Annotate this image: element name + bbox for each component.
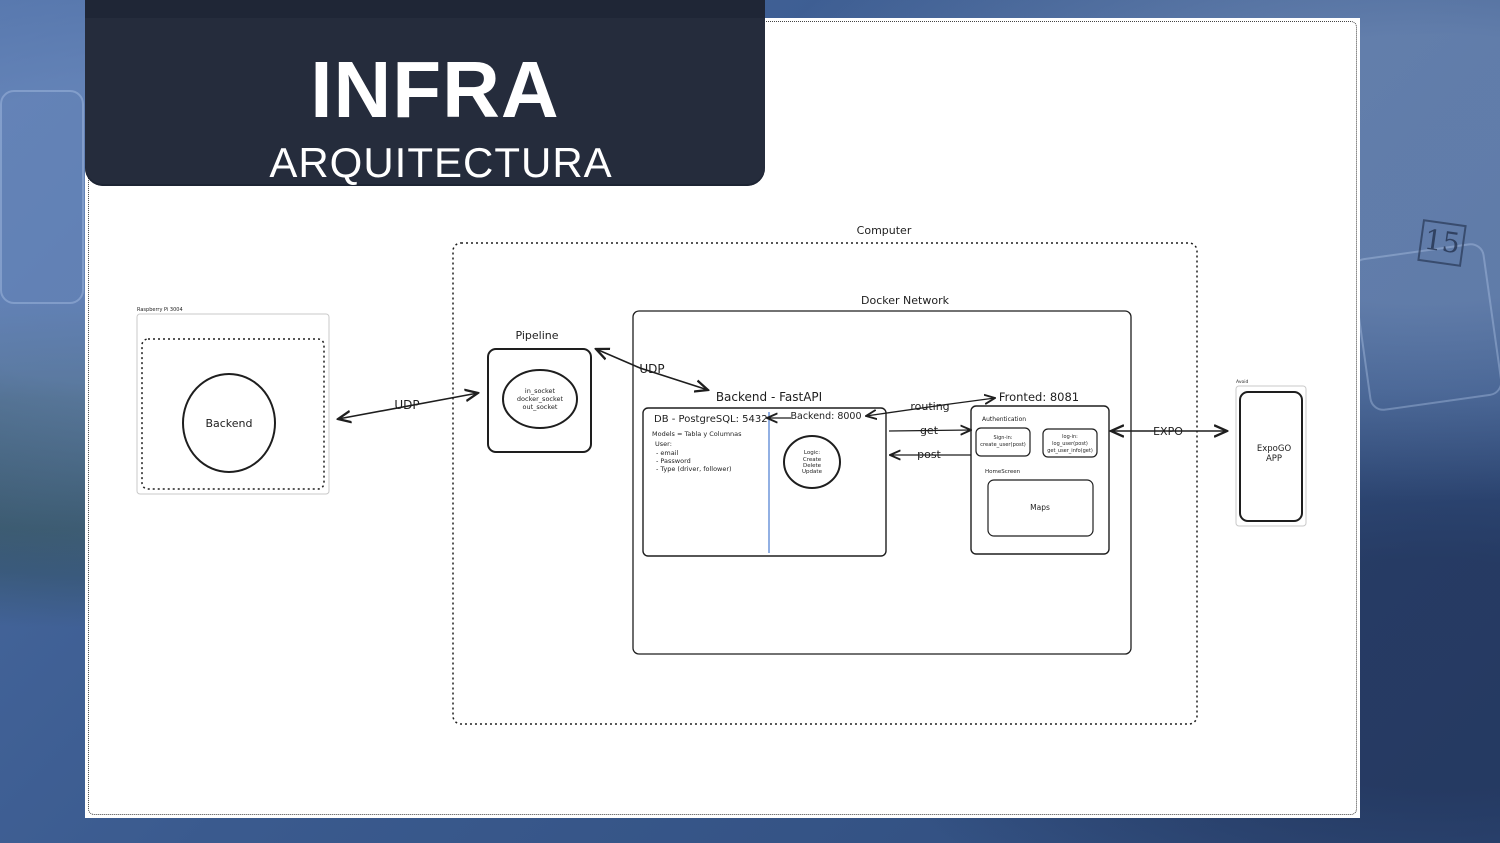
- expogo-label: ExpoGO: [1257, 444, 1292, 454]
- edge-routing: [866, 398, 995, 416]
- signin-title: Sign-in:: [994, 435, 1013, 441]
- pipeline-box: [487, 348, 592, 453]
- pipeline-socket-out: out_socket: [523, 403, 558, 411]
- docker-network-label: Docker Network: [861, 294, 950, 307]
- edge-udp-left: [338, 393, 478, 419]
- edge-routing-label: routing: [910, 400, 949, 413]
- backend-fastapi-label: Backend - FastAPI: [716, 390, 822, 404]
- logic-create: Create: [803, 457, 822, 463]
- raspberry-backend-label: Backend: [205, 417, 252, 430]
- logic-delete: Delete: [803, 463, 822, 469]
- edge-udp-right: [596, 349, 708, 390]
- db-field-password: - Password: [656, 457, 691, 465]
- login-log-user: log_user(post): [1052, 441, 1088, 447]
- frontend-label: Fronted: 8081: [999, 390, 1079, 404]
- computer-label: Computer: [857, 224, 912, 237]
- pipeline-socket-node: [502, 369, 578, 429]
- docker-network-box: [632, 310, 1132, 655]
- computer-container: [452, 242, 1198, 725]
- raspberry-backend-node: [182, 373, 276, 473]
- phone-shape: [1239, 391, 1303, 522]
- page-title: INFRA: [310, 45, 560, 134]
- frontend-box: [970, 405, 1110, 555]
- edge-post-label: post: [917, 448, 941, 461]
- pipeline-label: Pipeline: [515, 329, 558, 342]
- maps-label: Maps: [1030, 503, 1050, 512]
- raspberry-frame: [136, 313, 330, 495]
- db-field-email: - email: [656, 449, 679, 457]
- homescreen-label: HomeScreen: [985, 469, 1021, 475]
- device-frame: [1235, 385, 1307, 527]
- logic-update: Update: [802, 469, 823, 475]
- login-title: log-in:: [1062, 434, 1078, 440]
- signin-create-user: create_user(post): [980, 442, 1026, 448]
- raspberry-dotted-box: [141, 338, 325, 490]
- maps-box: [987, 479, 1094, 537]
- page-subtitle: ARQUITECTURA: [269, 139, 613, 186]
- db-field-type: - Type (driver, follower): [656, 465, 732, 473]
- db-user: User:: [655, 440, 672, 448]
- edge-udp-right-label: UDP: [639, 362, 664, 376]
- edge-get: [888, 430, 971, 431]
- raspberry-caption: Raspberry Pi 3004: [137, 307, 183, 313]
- background-tablet-shape-left: [0, 90, 84, 304]
- login-box: [1042, 428, 1098, 458]
- logic-title: Logic:: [804, 450, 820, 456]
- authentication-label: Authentication: [982, 416, 1026, 423]
- edge-get-label: get: [920, 424, 939, 437]
- edge-expo-label: EXPO: [1153, 425, 1183, 438]
- backend-fastapi-box: [642, 407, 887, 557]
- edge-udp-left-label: UDP: [394, 398, 419, 412]
- pipeline-socket-in: in_socket: [525, 387, 556, 395]
- logic-node: [783, 435, 841, 489]
- device-caption: Avoid: [1236, 379, 1248, 385]
- signin-box: [975, 427, 1031, 457]
- db-models: Models = Tabla y Columnas: [652, 430, 742, 438]
- backend-port-label: Backend: 8000: [790, 411, 861, 422]
- expogo-app-label: APP: [1266, 454, 1282, 464]
- pipeline-socket-docker: docker_socket: [517, 395, 564, 403]
- db-title: DB - PostgreSQL: 5432: [654, 414, 768, 425]
- title-panel: INFRA ARQUITECTURA: [85, 0, 765, 186]
- title-panel-band: [85, 0, 765, 18]
- login-get-user-info: get_user_info(get): [1047, 448, 1093, 454]
